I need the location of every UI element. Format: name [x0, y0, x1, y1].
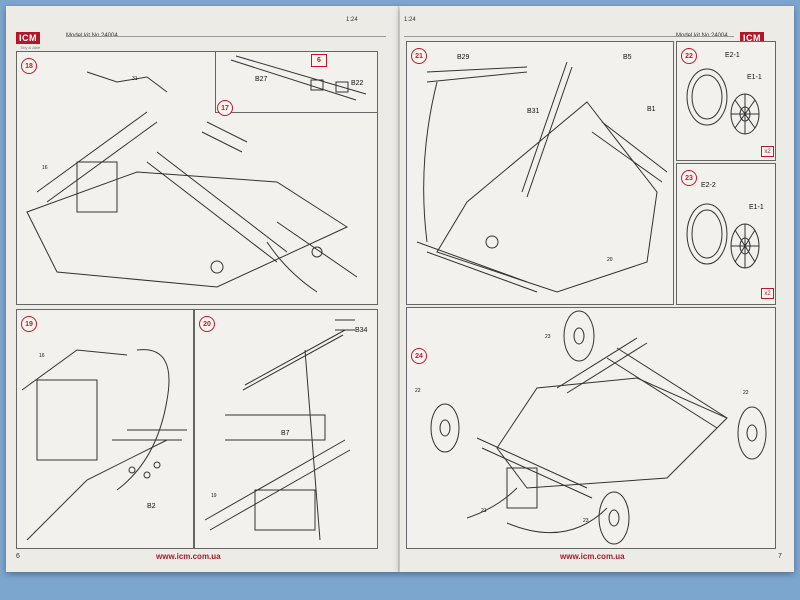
page-number-left: 6: [16, 553, 20, 560]
step-22-multiplier: x2: [761, 146, 774, 157]
logo-tagline: Tiny & Able: [20, 45, 41, 50]
step-21-drawing: [416, 61, 668, 293]
step-23-number: 23: [681, 170, 697, 186]
callout-23-top: 23: [545, 334, 551, 340]
step-18-number: 18: [21, 58, 37, 74]
step-17-callout: 6: [311, 54, 327, 67]
part-label-b31: B31: [527, 108, 540, 115]
step-21-number: 21: [411, 48, 427, 64]
step-19-panel: 19 B2 16: [16, 309, 194, 549]
part-label-e2-2: E2-2: [701, 182, 716, 189]
part-label-e1-1: E1-1: [747, 74, 762, 81]
step-24-drawing: [430, 310, 767, 545]
icm-logo: ICM: [16, 32, 40, 44]
step-19-number: 19: [21, 316, 37, 332]
step-24-panel: 24 23 22 21 22 23: [406, 307, 776, 549]
step-23-panel: 23 E2-2 E1-1 x2: [676, 163, 776, 305]
part-label-16: 16: [42, 165, 48, 171]
step-20-number: 20: [199, 316, 215, 332]
part-label-b22: B22: [351, 80, 364, 87]
part-label-19: 19: [211, 493, 217, 499]
step-20-drawing: [204, 319, 355, 541]
website-link-right[interactable]: www.icm.com.ua: [560, 552, 625, 561]
step-18-panel: 18 17 6 B27 B22 31 16: [16, 51, 378, 305]
step-19-drawing: [21, 349, 187, 541]
step-23-drawing: [686, 203, 760, 269]
step-22-drawing: [686, 68, 760, 135]
part-label-b2: B2: [147, 503, 156, 510]
left-page: ICM Tiny & Able Model kit No.24004 1:24 …: [6, 6, 400, 572]
part-label-31: 31: [132, 76, 138, 82]
header-rule-right: [404, 36, 734, 37]
part-label-b1: B1: [647, 106, 656, 113]
part-label-20: 20: [607, 257, 613, 263]
part-label-e2-1: E2-1: [725, 52, 740, 59]
website-link-left[interactable]: www.icm.com.ua: [156, 552, 221, 561]
scale-label: 1:24: [346, 17, 358, 23]
callout-22-right: 22: [743, 390, 749, 396]
part-label-b27: B27: [255, 76, 268, 83]
step-22-panel: 22 E2-1 E1-1 x2: [676, 41, 776, 161]
part-label-b34: B34: [355, 327, 368, 334]
step-17-number: 17: [217, 100, 233, 116]
header-rule: [66, 36, 386, 37]
part-label-b5: B5: [623, 54, 632, 61]
step-22-number: 22: [681, 48, 697, 64]
part-label-b29: B29: [457, 54, 470, 61]
part-label-b7: B7: [281, 430, 290, 437]
step-23-multiplier: x2: [761, 288, 774, 299]
step-24-number: 24: [411, 348, 427, 364]
part-label-e1-1-step23: E1-1: [749, 204, 764, 211]
step-20-panel: 20 B34 B7 19: [194, 309, 378, 549]
part-label-16-step19: 16: [39, 353, 45, 359]
page-number-right: 7: [778, 553, 782, 560]
right-page: 1:24 Model kit No.24004 ICM 21 B29 B5 B3…: [400, 6, 794, 572]
step-21-panel: 21 B29 B5 B31 B1 20: [406, 41, 674, 305]
step-17-subpanel: [215, 52, 377, 113]
callout-23-bottom: 23: [583, 518, 589, 524]
callout-22-left: 22: [415, 388, 421, 394]
scale-label-right: 1:24: [404, 17, 416, 23]
callout-21: 21: [481, 508, 487, 514]
